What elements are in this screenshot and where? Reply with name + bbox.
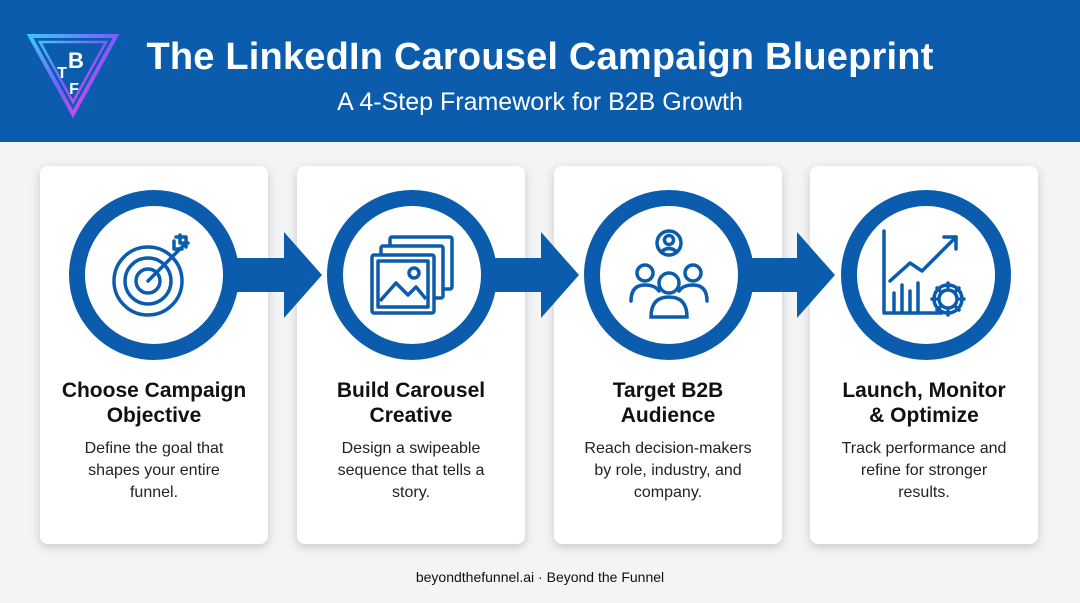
step-title-1: Choose Campaign Objective — [40, 378, 268, 428]
step-description-2: Design a swipeable sequence that tells a… — [297, 438, 525, 504]
footer-credit: beyondthefunnel.ai · Beyond the Funnel — [415, 569, 665, 585]
step-description-line: results. — [898, 484, 950, 501]
page-title: The LinkedIn Carousel Campaign Blueprint — [0, 36, 1080, 79]
svg-text:B: B — [68, 48, 84, 73]
step-title-line: Choose Campaign — [61, 379, 247, 402]
step-description-1: Define the goal that shapes your entire … — [40, 438, 268, 504]
step-title-2: Build Carousel Creative — [297, 378, 525, 428]
image-stack-icon — [370, 235, 454, 315]
chart-gear-icon — [882, 229, 966, 317]
audience-icon — [629, 229, 709, 319]
step-description-line: refine for stronger — [860, 462, 988, 479]
step-description-3: Reach decision-makers by role, industry,… — [554, 438, 782, 504]
step-title-line: Audience — [620, 404, 716, 427]
step-title-line: Creative — [369, 404, 453, 427]
arrow-right-icon — [232, 232, 322, 318]
step-icon-circle-4 — [841, 190, 1011, 360]
arrow-right-icon — [489, 232, 579, 318]
step-description-line: Define the goal that — [84, 440, 224, 457]
step-description-line: funnel. — [129, 484, 179, 501]
step-icon-circle-2 — [327, 190, 497, 360]
target-icon — [112, 233, 190, 317]
step-title-3: Target B2B Audience — [554, 378, 782, 428]
step-description-line: shapes your entire — [88, 462, 220, 479]
step-title-line: Launch, Monitor — [842, 379, 1006, 402]
step-title-line: Build Carousel — [336, 379, 486, 402]
svg-text:T: T — [57, 65, 67, 82]
step-title-4: Launch, Monitor & Optimize — [810, 378, 1038, 428]
step-title-line: Objective — [106, 404, 202, 427]
step-description-line: sequence that tells a — [337, 462, 485, 479]
step-description-line: story. — [392, 484, 430, 501]
step-title-line: Target B2B — [612, 379, 724, 402]
svg-text:F: F — [69, 81, 79, 98]
step-title-line: & Optimize — [869, 404, 979, 427]
step-description-line: company. — [633, 484, 703, 501]
arrow-right-icon — [745, 232, 835, 318]
page-subtitle: A 4-Step Framework for B2B Growth — [337, 88, 743, 116]
step-description-line: by role, industry, and — [594, 462, 742, 479]
step-icon-circle-1 — [69, 190, 239, 360]
header-banner: B T F The LinkedIn Carousel Campaign Blu… — [0, 0, 1080, 142]
step-description-line: Design a swipeable — [341, 440, 481, 457]
step-icon-circle-3 — [584, 190, 754, 360]
step-description-line: Reach decision-makers — [584, 440, 752, 457]
step-description-4: Track performance and refine for stronge… — [810, 438, 1038, 504]
page-title-text: The LinkedIn Carousel Campaign Blueprint — [146, 36, 934, 78]
step-description-line: Track performance and — [841, 440, 1007, 457]
btf-logo-icon: B T F — [26, 30, 120, 119]
